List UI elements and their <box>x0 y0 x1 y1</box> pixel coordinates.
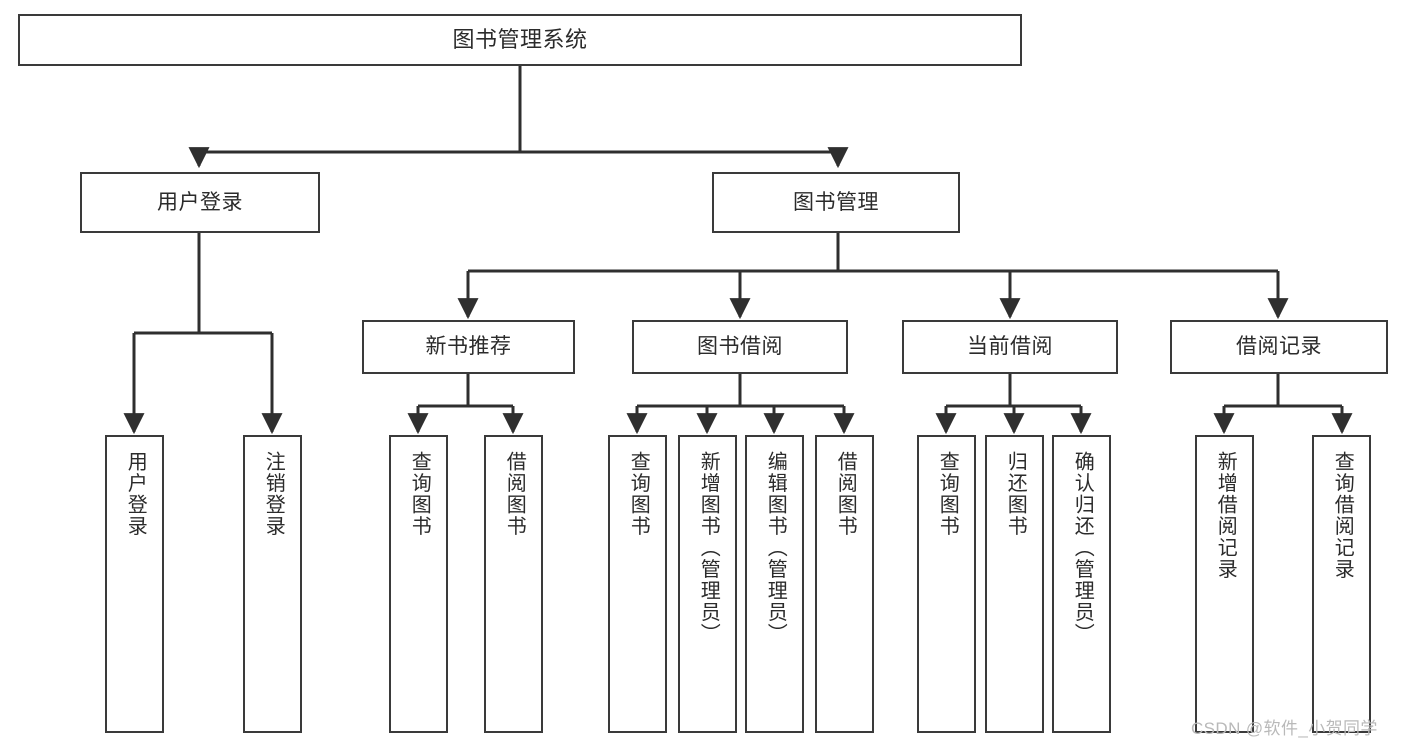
node-label: 归还图书 <box>1004 451 1027 537</box>
node-label: 用户登录 <box>157 190 243 214</box>
node-label: 查询图书 <box>936 451 959 537</box>
node-label: 用户登录 <box>124 451 147 537</box>
leaf-return-book[interactable]: 归还图书 <box>985 435 1044 733</box>
leaf-borrow-book-1[interactable]: 借阅图书 <box>484 435 543 733</box>
node-label: 图书管理 <box>793 190 879 214</box>
leaf-borrow-book-2[interactable]: 借阅图书 <box>815 435 874 733</box>
leaf-logout[interactable]: 注销登录 <box>243 435 302 733</box>
leaf-query-book-2[interactable]: 查询图书 <box>608 435 667 733</box>
node-book-manage[interactable]: 图书管理 <box>712 172 960 233</box>
node-label: 借阅图书 <box>503 451 526 537</box>
node-borrow-record[interactable]: 借阅记录 <box>1170 320 1388 374</box>
node-label: 借阅记录 <box>1236 335 1322 359</box>
node-label: 新书推荐 <box>425 335 512 359</box>
node-current-borrow[interactable]: 当前借阅 <box>902 320 1118 374</box>
node-label: 确认归还（管理员） <box>1071 451 1094 645</box>
leaf-query-book-1[interactable]: 查询图书 <box>389 435 448 733</box>
leaf-edit-book[interactable]: 编辑图书（管理员） <box>745 435 804 733</box>
node-label: 查询借阅记录 <box>1331 451 1354 580</box>
node-label: 注销登录 <box>262 451 285 537</box>
node-label: 图书借阅 <box>697 335 783 359</box>
node-label: 编辑图书（管理员） <box>764 451 787 645</box>
leaf-confirm-return[interactable]: 确认归还（管理员） <box>1052 435 1111 733</box>
leaf-query-borrow-record[interactable]: 查询借阅记录 <box>1312 435 1371 733</box>
node-label: 借阅图书 <box>834 451 857 537</box>
node-label: 当前借阅 <box>967 335 1053 359</box>
leaf-user-login[interactable]: 用户登录 <box>105 435 164 733</box>
leaf-add-book[interactable]: 新增图书（管理员） <box>678 435 737 733</box>
node-user-login[interactable]: 用户登录 <box>80 172 320 233</box>
leaf-add-borrow-record[interactable]: 新增借阅记录 <box>1195 435 1254 733</box>
node-root-system[interactable]: 图书管理系统 <box>18 14 1022 66</box>
node-label: 图书管理系统 <box>452 26 588 52</box>
node-label: 新增图书（管理员） <box>697 451 720 645</box>
leaf-query-book-3[interactable]: 查询图书 <box>917 435 976 733</box>
node-book-borrow[interactable]: 图书借阅 <box>632 320 848 374</box>
node-label: 查询图书 <box>408 451 431 537</box>
csdn-watermark: CSDN @软件_小贺同学 <box>1191 719 1378 738</box>
node-label: 查询图书 <box>627 451 650 537</box>
node-label: 新增借阅记录 <box>1214 451 1237 580</box>
node-new-book-recommend[interactable]: 新书推荐 <box>362 320 575 374</box>
